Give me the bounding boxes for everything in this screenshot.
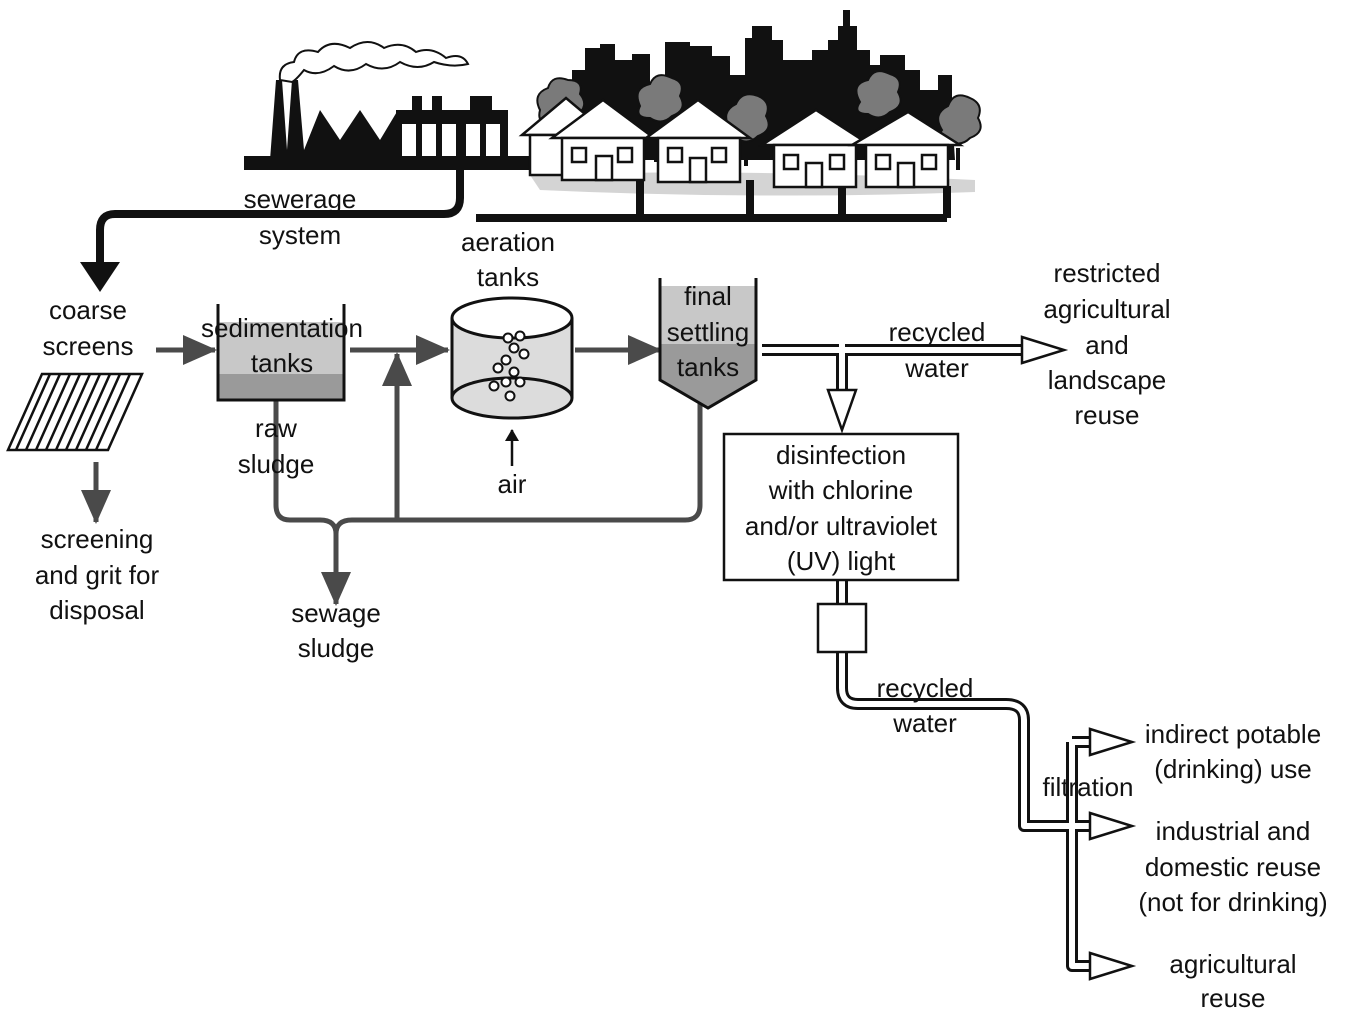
air-bubbles xyxy=(488,330,530,402)
label-uv-light: (UV) light xyxy=(787,546,896,576)
skyline xyxy=(550,10,955,160)
city-illustration xyxy=(244,10,982,196)
label-reuse-bottom: reuse xyxy=(1200,983,1265,1012)
arrow-to-disinfection xyxy=(826,388,858,434)
label-water-2: water xyxy=(892,708,957,738)
label-and-top: and xyxy=(1085,330,1128,360)
label-coarse: coarse xyxy=(49,295,127,325)
hollow-arrowheads xyxy=(826,335,1137,981)
label-water-1: water xyxy=(904,353,969,383)
raw-sludge-line xyxy=(273,400,339,535)
houses xyxy=(518,96,965,189)
label-filtration: filtration xyxy=(1042,772,1133,802)
label-indirect-potable: indirect potable xyxy=(1145,719,1321,749)
label-raw-sludge: sludge xyxy=(238,449,315,479)
label-screens: screens xyxy=(42,331,133,361)
process-flow xyxy=(81,335,703,606)
label-domestic-reuse: domestic reuse xyxy=(1145,852,1321,882)
labels: sewerage system coarse screens screening… xyxy=(35,184,1328,1012)
label-and-grit-for: and grit for xyxy=(35,560,160,590)
arrow-to-indirect-potable xyxy=(1088,727,1137,757)
arrow-to-agricultural xyxy=(1088,951,1137,981)
label-air: air xyxy=(498,469,527,499)
label-screening: screening xyxy=(41,524,154,554)
label-with-chlorine: with chlorine xyxy=(768,475,914,505)
recycled-water-pipes xyxy=(762,342,1092,972)
label-drinking-use: (drinking) use xyxy=(1154,754,1312,784)
label-sewage-sludge: sludge xyxy=(298,633,375,663)
label-disposal: disposal xyxy=(49,595,144,625)
factory xyxy=(244,41,564,170)
label-sewage: sewage xyxy=(291,598,381,628)
arrow-to-restricted-reuse xyxy=(1020,335,1069,365)
disinfection-box xyxy=(722,432,960,582)
final-settling-tank xyxy=(658,278,758,410)
label-restricted: restricted xyxy=(1054,258,1161,288)
label-and-or-ultraviolet: and/or ultraviolet xyxy=(745,511,938,541)
label-final-tanks: tanks xyxy=(677,352,739,382)
label-aeration-tanks: tanks xyxy=(477,262,539,292)
label-settling: settling xyxy=(667,317,749,347)
label-sedimentation: sedimentation xyxy=(201,313,363,343)
label-not-for-drinking: (not for drinking) xyxy=(1138,887,1327,917)
label-aeration: aeration xyxy=(461,227,555,257)
arrow-to-industrial xyxy=(1088,811,1137,841)
label-industrial: industrial and xyxy=(1156,816,1311,846)
house xyxy=(757,108,875,189)
smoke xyxy=(278,41,470,84)
label-disinfection: disinfection xyxy=(776,440,906,470)
label-landscape: landscape xyxy=(1048,365,1167,395)
label-raw: raw xyxy=(255,413,297,443)
label-reuse-top: reuse xyxy=(1074,400,1139,430)
sewerage-pipes xyxy=(96,165,951,264)
house xyxy=(847,110,965,189)
uv-unit xyxy=(816,602,868,654)
sedimentation-tank xyxy=(216,304,346,402)
coarse-screen xyxy=(6,372,144,452)
return-sludge-line xyxy=(333,366,703,535)
house xyxy=(642,98,754,184)
label-sewerage: sewerage xyxy=(244,184,357,214)
label-final: final xyxy=(684,281,732,311)
label-agricultural-bottom: agricultural xyxy=(1169,949,1296,979)
label-sedimentation-tanks: tanks xyxy=(251,348,313,378)
label-agricultural-top: agricultural xyxy=(1043,294,1170,324)
label-recycled-2: recycled xyxy=(877,673,974,703)
label-system: system xyxy=(259,220,341,250)
sewerage-arrow xyxy=(80,262,120,292)
label-recycled-1: recycled xyxy=(889,317,986,347)
house xyxy=(548,98,658,182)
